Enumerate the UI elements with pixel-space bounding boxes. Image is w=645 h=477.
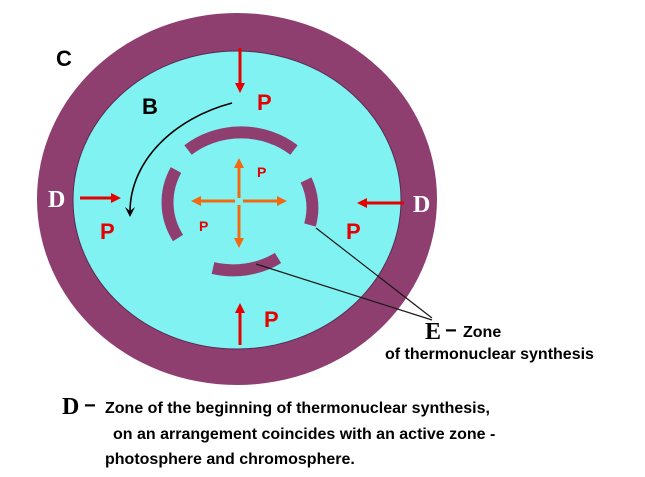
core-pressure-label-left: P (199, 218, 208, 234)
label-b: B (142, 94, 158, 119)
synthesis-arc-left (161, 167, 184, 242)
caption-d-dash: − (84, 395, 96, 417)
core-pressure-label-top: P (257, 164, 266, 180)
caption-d-line3: photosphere and chromosphere. (105, 451, 355, 468)
pressure-label-bottom: P (264, 307, 279, 332)
pressure-label-top: P (257, 90, 272, 115)
caption-d-letter: D (62, 394, 79, 420)
label-e: E (425, 319, 441, 345)
label-d-left: D (48, 187, 65, 213)
synthesis-arc-right (300, 177, 319, 227)
pressure-label-left: P (100, 219, 115, 244)
label-e-dash: − (445, 320, 457, 342)
caption-d-line1: Zone of the beginning of thermonuclear s… (105, 400, 490, 417)
inner-zone-fill (72, 50, 402, 350)
rotation-arrow (125, 102, 233, 217)
label-d-right: D (413, 192, 430, 218)
zone-e-title: Zone (463, 324, 501, 341)
synthesis-arc-bottom (211, 252, 282, 277)
leader-line-upper (315, 227, 433, 319)
synthesis-arc-top (184, 126, 298, 155)
pressure-label-right: P (346, 219, 361, 244)
caption-d-line2: on an arrangement coincides with an acti… (113, 426, 495, 443)
leader-line-lower (255, 263, 433, 321)
zone-e-subtitle: of thermonuclear synthesis (385, 346, 594, 363)
label-c: C (56, 46, 72, 71)
